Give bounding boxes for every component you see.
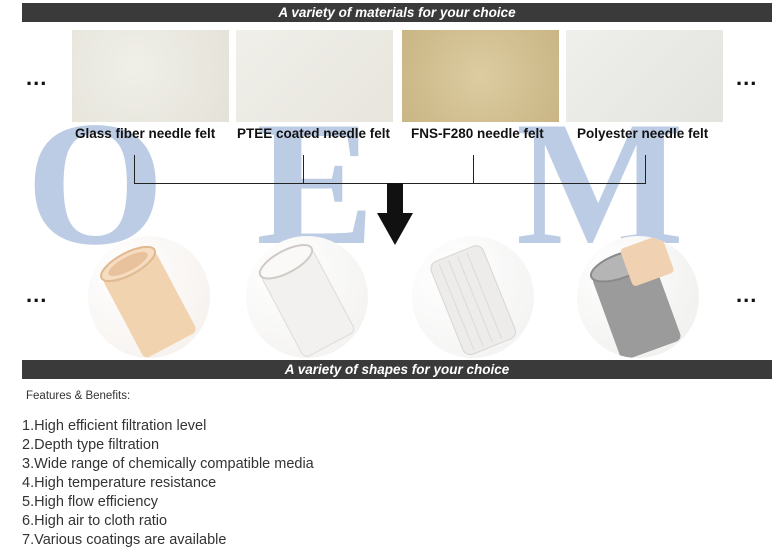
material-label-fns-f280: FNS-F280 needle felt [411, 126, 544, 141]
more-right-dots: ... [736, 65, 758, 90]
material-label-glass-fiber: Glass fiber needle felt [75, 126, 216, 141]
filter-bag-grey-image [577, 236, 699, 358]
materials-banner: A variety of materials for your choice [22, 3, 772, 22]
feature-item: 3.Wide range of chemically compatible me… [22, 456, 314, 472]
connector-line [303, 155, 304, 184]
feature-item: 7.Various coatings are available [22, 532, 227, 548]
more-left-dots: ... [26, 282, 48, 307]
connector-line [473, 155, 474, 184]
polyester-swatch-image [566, 30, 723, 122]
material-label-polyester: Polyester needle felt [577, 126, 709, 141]
feature-item: 5.High flow efficiency [22, 494, 158, 510]
material-label-ptee: PTEE coated needle felt [237, 126, 391, 141]
filter-bag-tan-image [88, 236, 210, 358]
more-left-dots: ... [26, 65, 48, 90]
ptfe-swatch-image [236, 30, 393, 122]
feature-item: 2.Depth type filtration [22, 437, 160, 453]
feature-item: 4.High temperature resistance [22, 475, 217, 491]
features-list: 1.High efficient filtration level 2.Dept… [22, 417, 314, 550]
filter-bag-white-image [246, 236, 368, 358]
shapes-banner: A variety of shapes for your choice [22, 360, 772, 379]
feature-item: 6.High air to cloth ratio [22, 513, 168, 529]
feature-item: 1.High efficient filtration level [22, 418, 207, 434]
features-title: Features & Benefits: [26, 390, 131, 402]
connector-line [645, 155, 646, 184]
connector-line [134, 155, 135, 184]
filter-bag-pleated-image [412, 236, 534, 358]
fns-f280-swatch-image [402, 30, 559, 122]
more-right-dots: ... [736, 282, 758, 307]
down-arrow-icon [377, 183, 413, 245]
glass-fiber-swatch-image [72, 30, 229, 122]
